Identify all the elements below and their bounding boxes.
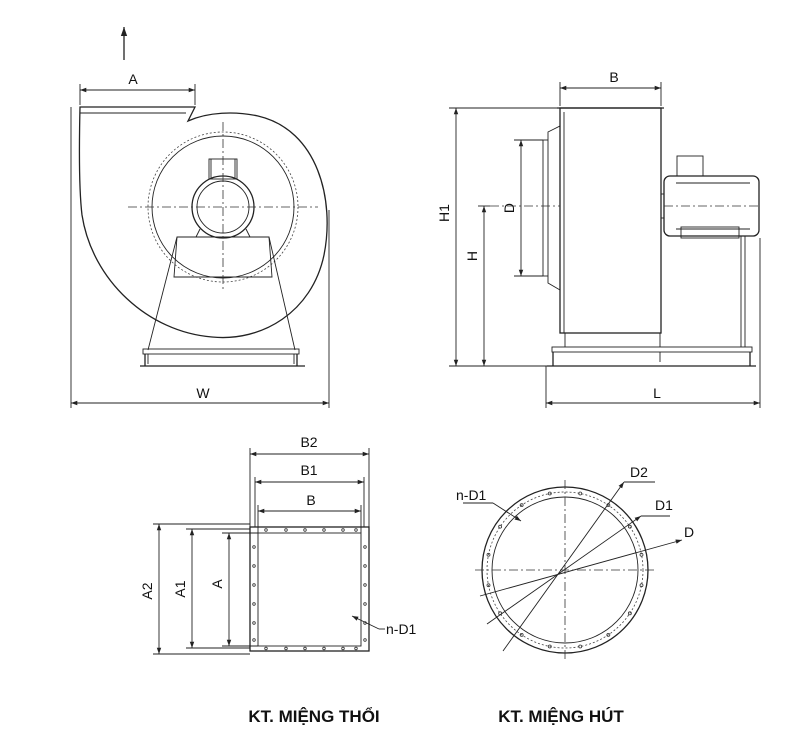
bolt-hole bbox=[498, 524, 503, 529]
bolt-hole bbox=[322, 646, 326, 651]
bolt-hole bbox=[363, 564, 367, 568]
bolt-hole bbox=[519, 503, 524, 508]
dim-label-H: H bbox=[464, 251, 480, 261]
bolt-hole bbox=[486, 552, 491, 557]
fan-volute bbox=[78, 106, 328, 339]
bolt-hole bbox=[252, 545, 256, 549]
bolt-hole bbox=[354, 646, 358, 651]
dim-label-H1: H1 bbox=[436, 204, 452, 222]
bolt-hole bbox=[284, 528, 288, 532]
bolt-hole bbox=[486, 583, 491, 588]
bolt-hole bbox=[363, 545, 367, 549]
bolt-hole bbox=[252, 583, 256, 587]
inlet-holes-label: n-D1 bbox=[456, 487, 487, 503]
front-base-frame bbox=[142, 348, 300, 355]
outlet-caption: KT. MIỆNG THỔI bbox=[248, 707, 379, 726]
dim-label-B1: B1 bbox=[300, 462, 317, 478]
bolt-hole bbox=[303, 528, 307, 532]
bolt-hole bbox=[252, 602, 256, 606]
front-view: A W bbox=[70, 27, 330, 408]
bolt-hole bbox=[264, 528, 268, 532]
bolt-hole bbox=[547, 644, 552, 649]
bolt-hole bbox=[519, 632, 524, 637]
bolt-hole bbox=[627, 611, 632, 616]
bolt-hole bbox=[606, 632, 611, 637]
dim-label-D2: D2 bbox=[630, 464, 648, 480]
dim-label-A2: A2 bbox=[139, 582, 155, 599]
side-view: B H1 H D L bbox=[436, 69, 761, 408]
bolt-hole bbox=[363, 638, 367, 642]
bolt-hole bbox=[341, 646, 345, 651]
inlet-view: D2 D1 D n-D1 KT. MIỆNG HÚT bbox=[456, 464, 694, 726]
outlet-flange-outer bbox=[249, 526, 370, 652]
motor-terminal-box bbox=[676, 155, 704, 177]
bolt-hole bbox=[284, 646, 288, 651]
bolt-hole bbox=[341, 528, 345, 532]
bolt-hole bbox=[322, 528, 326, 532]
dim-label-A: A bbox=[128, 71, 138, 87]
bolt-hole bbox=[639, 583, 644, 588]
bolt-hole bbox=[303, 646, 307, 651]
dim-label-side-B: B bbox=[609, 69, 618, 85]
dim-label-inlet-D1: D1 bbox=[655, 497, 673, 513]
bolt-hole bbox=[252, 564, 256, 568]
dim-label-W: W bbox=[196, 385, 210, 401]
dim-label-inlet-D: D bbox=[684, 524, 694, 540]
outlet-view: B2 B1 B A2 A1 A n-D1 KT. MIỆNG THỔI bbox=[139, 434, 417, 726]
dim-label-L: L bbox=[653, 385, 661, 401]
bolt-hole bbox=[578, 491, 583, 496]
bolt-hole bbox=[252, 638, 256, 642]
dim-label-outlet-B: B bbox=[306, 492, 315, 508]
bolt-hole bbox=[639, 552, 644, 557]
inlet-bolt-holes bbox=[486, 491, 644, 649]
outlet-bolt-holes bbox=[252, 528, 367, 651]
outlet-opening bbox=[257, 532, 362, 647]
bolt-hole bbox=[354, 528, 358, 532]
dim-label-A1: A1 bbox=[172, 580, 188, 597]
inlet-caption: KT. MIỆNG HÚT bbox=[498, 707, 624, 726]
bolt-hole bbox=[578, 644, 583, 649]
dim-label-B2: B2 bbox=[300, 434, 317, 450]
bolt-hole bbox=[363, 583, 367, 587]
bolt-hole bbox=[627, 524, 632, 529]
outlet-holes-label: n-D1 bbox=[386, 621, 417, 637]
side-inlet-flange bbox=[547, 125, 561, 291]
bolt-hole bbox=[264, 646, 268, 651]
bolt-hole bbox=[252, 621, 256, 625]
bolt-hole bbox=[363, 602, 367, 606]
dim-label-outlet-A: A bbox=[209, 579, 225, 589]
side-base-frame bbox=[551, 346, 753, 353]
bolt-hole bbox=[547, 491, 552, 496]
dim-label-D: D bbox=[501, 203, 517, 213]
side-housing bbox=[559, 107, 662, 334]
